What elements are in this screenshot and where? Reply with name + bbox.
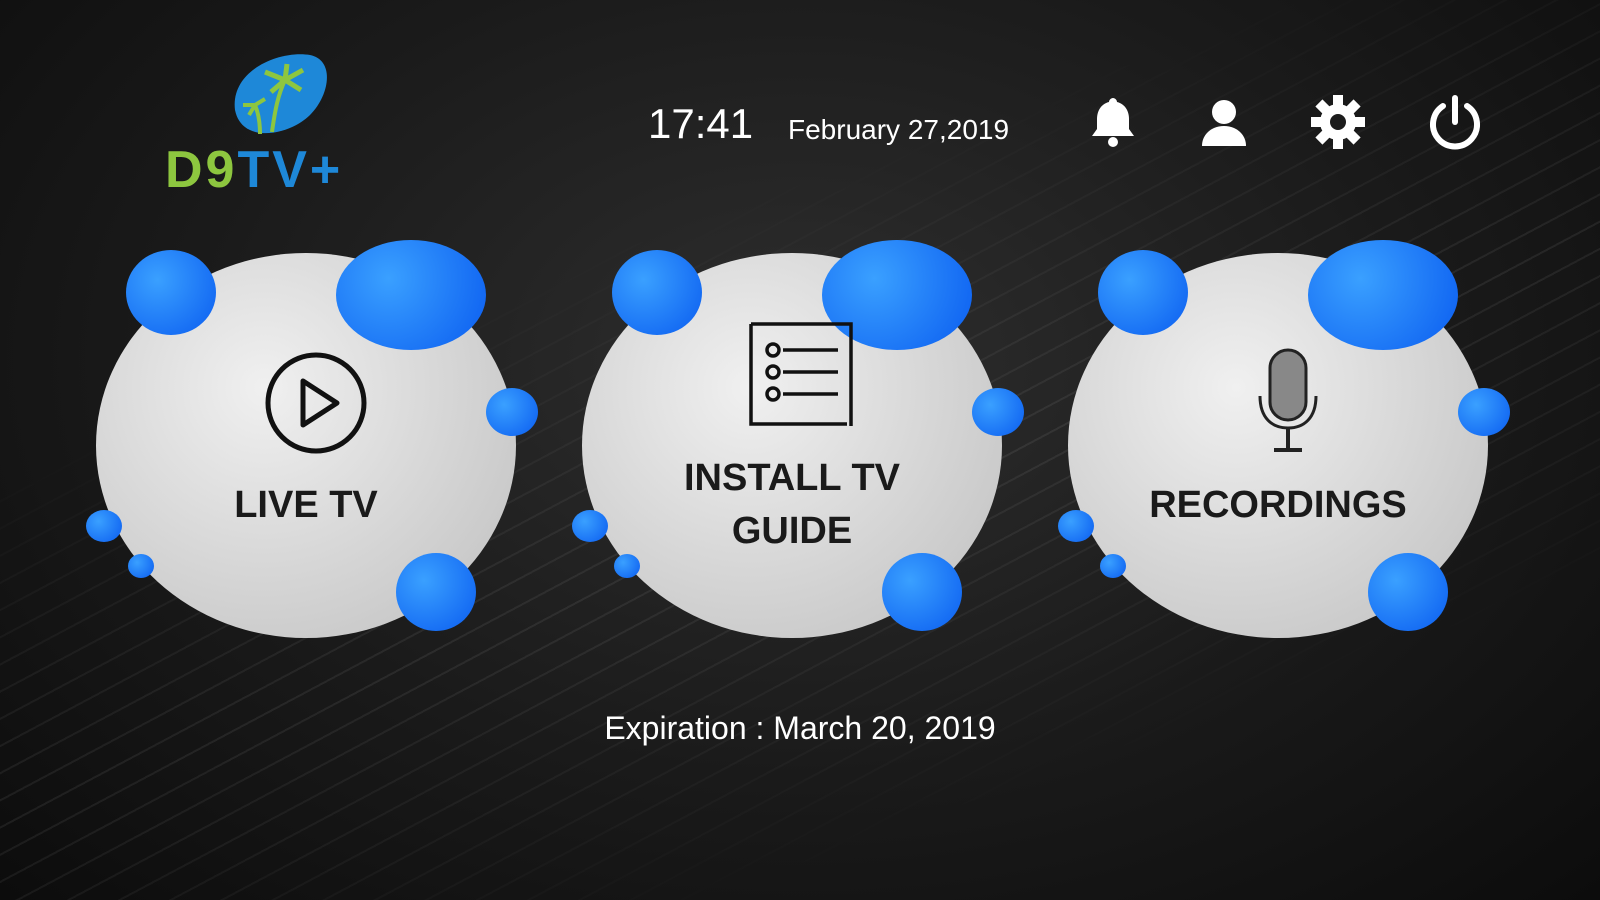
user-icon[interactable] xyxy=(1194,92,1254,152)
blob xyxy=(1100,554,1126,578)
blob xyxy=(822,240,972,350)
install-tv-guide-button[interactable]: INSTALL TV GUIDE xyxy=(572,228,1024,648)
blob xyxy=(1458,388,1510,436)
blob xyxy=(396,553,476,631)
card-label-line2: GUIDE xyxy=(731,510,853,552)
live-tv-button[interactable]: LIVE TV xyxy=(86,228,538,648)
blob xyxy=(612,250,702,335)
blob xyxy=(1058,510,1094,542)
power-icon[interactable] xyxy=(1425,92,1485,152)
card-label: RECORDINGS xyxy=(1149,484,1407,526)
blob xyxy=(972,388,1024,436)
blob xyxy=(126,250,216,335)
gear-icon[interactable] xyxy=(1308,92,1368,152)
blob xyxy=(1098,250,1188,335)
clock: 17:41 xyxy=(648,100,754,147)
card-label: INSTALL TV xyxy=(683,457,901,499)
logo-text-tv: TV+ xyxy=(237,141,344,199)
blob xyxy=(572,510,608,542)
microphone-icon xyxy=(1258,348,1318,452)
expiration-text: Expiration : March 20, 2019 xyxy=(604,710,996,746)
play-icon xyxy=(265,352,367,454)
recordings-button[interactable]: RECORDINGS xyxy=(1058,228,1510,648)
blob xyxy=(128,554,154,578)
date: February 27,2019 xyxy=(788,114,1010,145)
logo-text: D9TV+ xyxy=(165,140,343,200)
logo-icon xyxy=(234,54,327,135)
blob xyxy=(882,553,962,631)
blob xyxy=(1308,240,1458,350)
card-label: LIVE TV xyxy=(234,484,378,526)
blob xyxy=(336,240,486,350)
bell-icon[interactable] xyxy=(1083,92,1143,152)
list-icon xyxy=(749,322,853,426)
blob xyxy=(614,554,640,578)
logo-text-d9: D9 xyxy=(165,141,238,199)
blob xyxy=(86,510,122,542)
blob xyxy=(1368,553,1448,631)
blob xyxy=(486,388,538,436)
